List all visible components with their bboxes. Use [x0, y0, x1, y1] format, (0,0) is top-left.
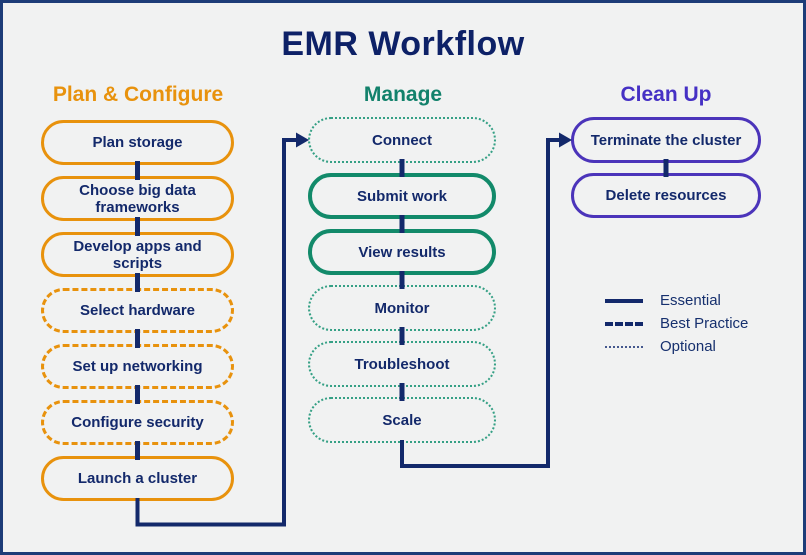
node-delete-resources: Delete resources [571, 173, 761, 218]
legend-label: Best Practice [660, 315, 749, 332]
node-choose-big-data-frameworks: Choose big data frameworks [41, 176, 234, 221]
node-select-hardware: Select hardware [41, 288, 234, 333]
legend-label: Optional [660, 338, 716, 355]
node-terminate-the-cluster: Terminate the cluster [571, 117, 761, 163]
node-set-up-networking: Set up networking [41, 344, 234, 389]
dashed-line-icon [605, 321, 643, 326]
column-header-clean-up: Clean Up [620, 83, 712, 106]
column-header-plan-configure: Plan & Configure [52, 83, 224, 106]
node-submit-work: Submit work [308, 173, 496, 219]
node-troubleshoot: Troubleshoot [308, 341, 496, 387]
node-scale: Scale [308, 397, 496, 443]
node-launch-a-cluster: Launch a cluster [41, 456, 234, 501]
dotted-line-icon [605, 345, 643, 348]
legend-item-best-practice: Best Practice [605, 315, 748, 332]
node-monitor: Monitor [308, 285, 496, 331]
node-plan-storage: Plan storage [41, 120, 234, 165]
solid-line-icon [605, 298, 643, 303]
legend-label: Essential [660, 292, 721, 309]
node-develop-apps-and-scripts: Develop apps and scripts [41, 232, 234, 277]
page-title: EMR Workflow [281, 25, 525, 63]
node-configure-security: Configure security [41, 400, 234, 445]
legend-item-optional: Optional [605, 338, 748, 355]
legend-item-essential: Essential [605, 292, 748, 309]
legend: Essential Best Practice Optional [605, 292, 748, 355]
node-connect: Connect [308, 117, 496, 163]
node-view-results: View results [308, 229, 496, 275]
column-header-manage: Manage [363, 83, 443, 106]
